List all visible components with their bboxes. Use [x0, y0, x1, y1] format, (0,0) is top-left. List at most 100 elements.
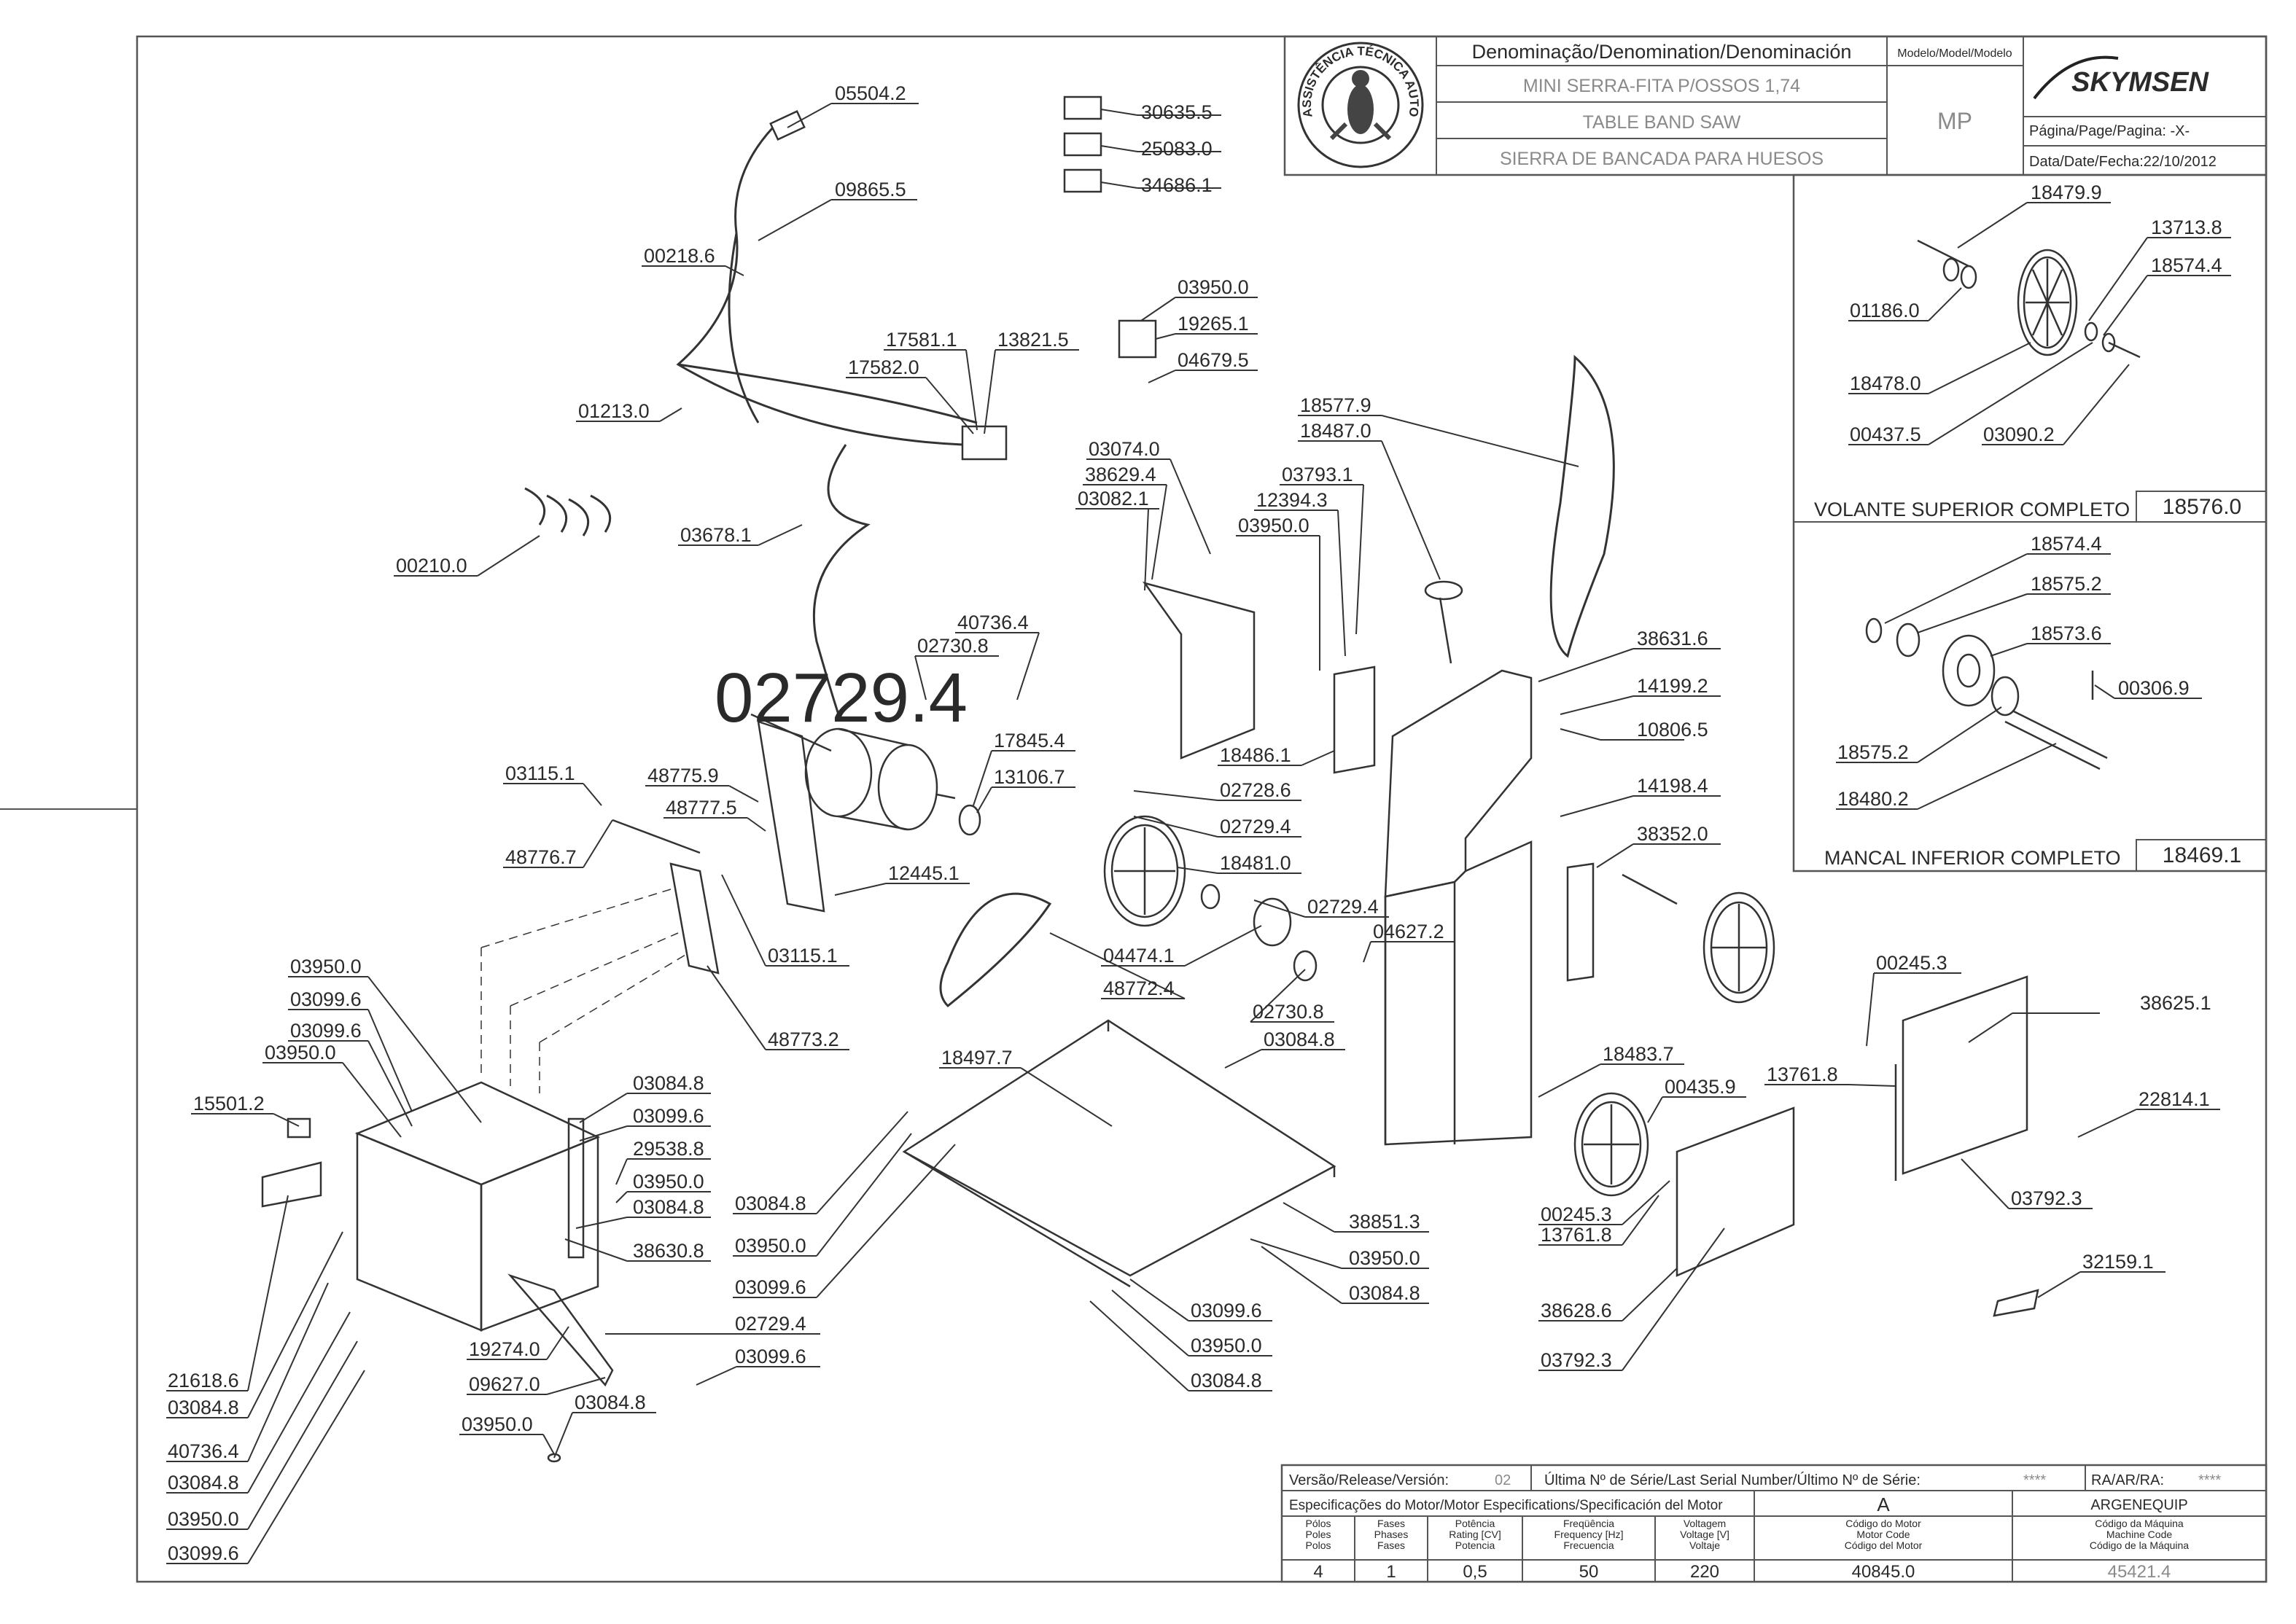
- spec-column-value: 220: [1690, 1562, 1719, 1582]
- part-label: 40736.4: [957, 612, 1029, 633]
- skymsen-logo: SKYMSEN: [2033, 55, 2210, 100]
- part-label: 00245.3: [1876, 952, 1947, 974]
- part-label: 03084.8: [1191, 1370, 1262, 1391]
- version-value: 02: [1495, 1472, 1511, 1488]
- part-label: 03082.1: [1078, 488, 1149, 510]
- part-label: 03090.2: [1983, 423, 2055, 445]
- motor-marker-letter: 02729.4: [715, 659, 968, 737]
- spec-column-header: Fases: [1377, 1518, 1405, 1529]
- part-label: 02729.4: [1307, 896, 1379, 918]
- part-label: 38851.3: [1349, 1211, 1420, 1233]
- part-label: 03950.0: [168, 1508, 239, 1530]
- spec-column-header: Voltaje: [1689, 1539, 1720, 1551]
- part-label: 48773.2: [768, 1028, 839, 1050]
- spec-column-value: 1: [1386, 1562, 1396, 1582]
- part-label: 13106.7: [994, 766, 1065, 788]
- part-label: 04627.2: [1373, 921, 1444, 942]
- spec-column-header: Pólos: [1305, 1518, 1331, 1529]
- spec-column-header: Fases: [1377, 1539, 1405, 1551]
- part-label: 02730.8: [917, 635, 989, 657]
- part-label: 13761.8: [1541, 1224, 1612, 1246]
- part-label: 30635.5: [1141, 101, 1213, 123]
- part-label: 00210.0: [396, 555, 467, 577]
- model-value: MP: [1937, 108, 1972, 134]
- part-label: 00218.6: [644, 245, 715, 267]
- part-label: 17582.0: [848, 356, 919, 378]
- spec-column-header: Código de la Máquina: [2090, 1539, 2189, 1551]
- product-name-en: TABLE BAND SAW: [1583, 112, 1741, 133]
- part-label: 03084.8: [1264, 1028, 1335, 1050]
- part-label: 02729.4: [735, 1313, 806, 1335]
- part-label: 32159.1: [2082, 1251, 2154, 1273]
- part-label: 02730.8: [1253, 1001, 1324, 1023]
- spec-column-header: Frequency [Hz]: [1554, 1529, 1624, 1540]
- spec-column-header: Código do Motor: [1845, 1518, 1921, 1529]
- spec-column-header: Motor Code: [1856, 1529, 1910, 1540]
- part-label: 18487.0: [1300, 420, 1371, 442]
- spec-column-header: Código da Máquina: [2095, 1518, 2184, 1529]
- part-label: 14199.2: [1637, 675, 1708, 697]
- part-label: 19265.1: [1178, 313, 1249, 335]
- part-label: 03950.0: [265, 1042, 336, 1063]
- part-label: 13821.5: [997, 329, 1069, 351]
- part-label: 03950.0: [1349, 1247, 1420, 1269]
- part-label: 03950.0: [290, 956, 362, 977]
- part-label: 18574.4: [2031, 533, 2102, 555]
- part-label: 00245.3: [1541, 1203, 1612, 1225]
- part-label: 18483.7: [1603, 1043, 1674, 1065]
- spec-column-value: 40845.0: [1852, 1562, 1915, 1582]
- part-label: 18573.6: [2031, 622, 2102, 644]
- inset-panels: VOLANTE SUPERIOR COMPLETO 18576.0 MANCAL…: [1792, 173, 2268, 872]
- part-label: 13713.8: [2151, 216, 2222, 238]
- spec-column-header: Voltagem: [1684, 1518, 1726, 1529]
- part-label: 04474.1: [1103, 945, 1175, 967]
- part-label: 25083.0: [1141, 138, 1213, 160]
- part-label: 03099.6: [290, 988, 362, 1010]
- part-label: 40736.4: [168, 1440, 239, 1462]
- part-label: 03099.6: [168, 1542, 239, 1564]
- product-name-pt: MINI SERRA-FITA P/OSSOS 1,74: [1523, 76, 1800, 96]
- upper-wheel-assembly-drawing: [1917, 239, 2141, 359]
- part-label: 03084.8: [168, 1472, 239, 1494]
- part-label: 18480.2: [1837, 788, 1909, 810]
- spec-column-header: Freqüência: [1563, 1518, 1614, 1529]
- part-label: 03099.6: [1191, 1300, 1262, 1322]
- part-label: 14198.4: [1637, 775, 1708, 797]
- part-label: 09865.5: [835, 179, 906, 200]
- part-label: 18497.7: [941, 1047, 1013, 1069]
- spec-column-header: Potência: [1455, 1518, 1495, 1529]
- part-label: 03084.8: [735, 1192, 806, 1214]
- spec-column-header: Frecuencia: [1563, 1539, 1614, 1551]
- part-label: 18481.0: [1220, 852, 1291, 874]
- spec-column-header: Código del Motor: [1845, 1539, 1923, 1551]
- spec-column-header: Phases: [1374, 1529, 1409, 1540]
- part-label: 03792.3: [2011, 1187, 2082, 1209]
- ra-label: RA/AR/RA:: [2091, 1472, 2164, 1488]
- part-label: 03074.0: [1089, 438, 1160, 460]
- part-label: 03950.0: [462, 1413, 533, 1435]
- serial-value: ****: [2023, 1472, 2046, 1488]
- part-label: 03678.1: [680, 524, 752, 546]
- part-label: 03084.8: [1349, 1282, 1420, 1304]
- spec-column-header: Polos: [1305, 1539, 1331, 1551]
- part-label: 02729.4: [1220, 816, 1291, 838]
- spec-column-value: 0,5: [1463, 1562, 1487, 1582]
- part-label: 19274.0: [469, 1338, 540, 1360]
- part-label: 01186.0: [1850, 300, 1920, 321]
- part-label: 03099.6: [735, 1346, 806, 1367]
- inset-upper-callouts: [1848, 202, 2231, 445]
- model-header: Modelo/Model/Modelo: [1897, 47, 2012, 60]
- part-label: 03084.8: [633, 1196, 704, 1218]
- spec-column-header: Machine Code: [2106, 1529, 2172, 1540]
- part-label: 03793.1: [1282, 464, 1353, 485]
- part-label: 38630.8: [633, 1240, 704, 1262]
- spec-column-value: 50: [1579, 1562, 1599, 1582]
- inset-lower-code: 18469.1: [2163, 843, 2241, 867]
- part-label: 17845.4: [994, 730, 1065, 752]
- part-label: 34686.1: [1141, 174, 1213, 196]
- part-label: 38625.1: [2140, 992, 2211, 1014]
- part-label: 18486.1: [1220, 744, 1291, 766]
- spec-column-header: Potencia: [1455, 1539, 1495, 1551]
- part-label: 03115.1: [768, 945, 838, 967]
- part-label: 05504.2: [835, 82, 906, 104]
